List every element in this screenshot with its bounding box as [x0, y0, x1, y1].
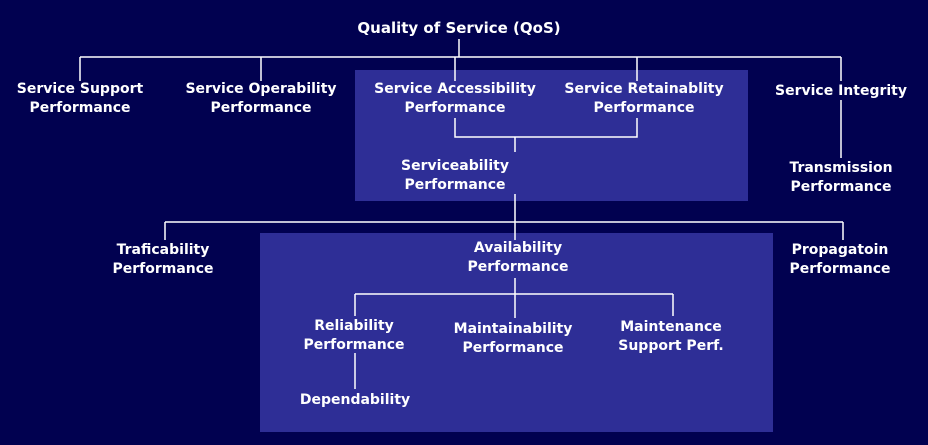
- availability-children: [354, 278, 674, 318]
- node-label-line: Serviceability: [401, 158, 509, 174]
- node-label-line: Performance: [790, 179, 892, 195]
- node-label-line: Performance: [210, 100, 312, 116]
- node-label-line: Transmission: [789, 160, 893, 176]
- root-qos-title: Quality of Service (QoS): [357, 19, 561, 37]
- node-label-line: Performance: [112, 261, 214, 277]
- node-service-integrity: Service Integrity: [775, 82, 907, 101]
- node-label-line: Dependability: [299, 392, 411, 408]
- node-label-line: Service Support: [16, 81, 144, 97]
- node-label-line: Performance: [462, 340, 564, 356]
- node-label-line: Service Retainablity: [564, 81, 724, 97]
- node-label-line: Performance: [404, 100, 506, 116]
- serviceability-group-panel: [355, 70, 748, 201]
- availability-group-panel: [260, 233, 773, 432]
- node-label-line: Performance: [789, 261, 891, 277]
- node-label-line: Service Integrity: [775, 83, 907, 99]
- node-label-line: Performance: [404, 177, 506, 193]
- top-level-bar: [79, 56, 842, 81]
- second-level-bar: [164, 221, 844, 240]
- node-label-line: Service Accessibility: [374, 81, 536, 97]
- access-retain-connector: [454, 57, 638, 138]
- node-label-line: Maintainability: [453, 321, 573, 337]
- node-label-line: Performance: [593, 100, 695, 116]
- node-label-line: Propagatoin: [791, 242, 889, 258]
- node-label-line: Traficability: [116, 242, 210, 258]
- node-label-line: Performance: [29, 100, 131, 116]
- node-label-line: Performance: [303, 337, 405, 353]
- node-label-line: Maintenance: [620, 319, 722, 335]
- node-label-line: Support Perf.: [618, 338, 724, 354]
- node-label-line: Availability: [473, 240, 563, 256]
- node-label-line: Performance: [467, 259, 569, 275]
- node-label-line: Reliability: [314, 318, 394, 334]
- node-dependability: Dependability: [300, 391, 410, 410]
- node-label-line: Service Operability: [185, 81, 337, 97]
